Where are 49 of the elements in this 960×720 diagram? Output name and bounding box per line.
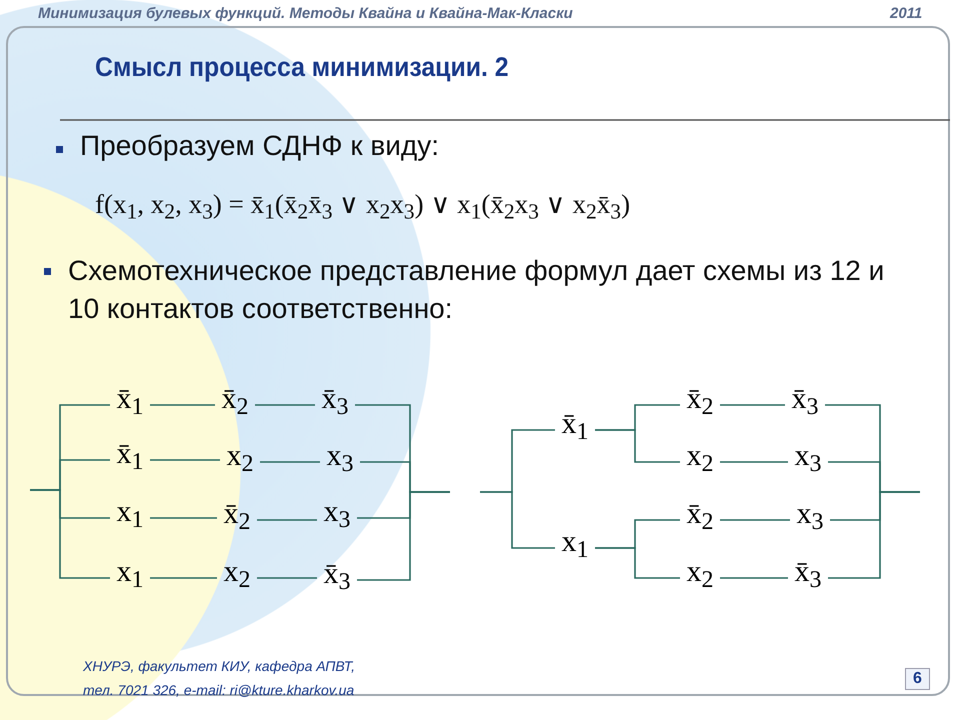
contact-label: x̄$_{2}$ bbox=[682, 496, 718, 536]
contact-label: x̄$_{1}$ bbox=[557, 406, 593, 446]
bullet-text: Преобразуем СДНФ к виду: bbox=[80, 130, 440, 162]
wire bbox=[255, 404, 315, 406]
contact-label: x̄$_{1}$ bbox=[112, 381, 148, 421]
wire bbox=[150, 404, 215, 406]
contact-label: x$_{1}$ bbox=[557, 524, 593, 564]
wire bbox=[30, 489, 110, 579]
wire bbox=[257, 519, 317, 521]
contact-label: x$_{2}$ bbox=[682, 554, 718, 594]
contact-label: x̄$_{2}$ bbox=[219, 496, 255, 536]
wire bbox=[260, 461, 320, 463]
footer-text: тел. 7021 326, e-mail: ri@kture.kharkov.ua bbox=[83, 682, 354, 698]
wire bbox=[150, 517, 217, 519]
contact-label: x̄$_{3}$ bbox=[787, 381, 823, 421]
wire bbox=[257, 577, 317, 579]
wire bbox=[150, 459, 220, 461]
contact-label: x$_{1}$ bbox=[112, 554, 148, 594]
contact-label: x̄$_{2}$ bbox=[217, 381, 253, 421]
formula-text: f(x$_{1}$, x$_{2}$, x$_{3}$) = x̄$_{1}$(x̄$_{2}$x̄$_{3}$ ∨ x$_{2}$x$_{3}$) ∨ x$_{1}$(x̄$_{2}$x$_{3}$ ∨ x$_{2}$x̄$_{3}$) bbox=[95, 188, 630, 220]
contact-label: x̄$_{3}$ bbox=[317, 381, 353, 421]
year-text: 2011 bbox=[890, 5, 922, 22]
wire bbox=[357, 491, 450, 581]
contact-label: x̄$_{1}$ bbox=[112, 436, 148, 476]
header-text: Минимизация булевых функций. Методы Квайна и Квайна-Мак-Класки bbox=[38, 5, 573, 22]
wire bbox=[595, 429, 680, 463]
contact-label: x$_{2}$ bbox=[222, 438, 258, 478]
contact-label: x̄$_{3}$ bbox=[319, 556, 355, 596]
wire bbox=[720, 519, 790, 521]
contact-label: x$_{1}$ bbox=[112, 494, 148, 534]
wire bbox=[595, 547, 680, 579]
wire bbox=[150, 577, 217, 579]
wire bbox=[720, 577, 788, 579]
page-number: 6 bbox=[905, 668, 930, 690]
contact-label: x$_{3}$ bbox=[790, 438, 826, 478]
slide-title: Смысл процесса минимизации. 2 bbox=[95, 52, 509, 83]
footer-text: ХНУРЭ, факультет КИУ, кафедра АПВТ, bbox=[83, 658, 356, 674]
wire bbox=[720, 461, 788, 463]
wire bbox=[828, 491, 920, 579]
wire bbox=[720, 404, 785, 406]
contact-label: x̄$_{3}$ bbox=[790, 554, 826, 594]
contact-label: x$_{3}$ bbox=[319, 494, 355, 534]
contact-label: x$_{2}$ bbox=[682, 438, 718, 478]
wire bbox=[480, 491, 555, 549]
contact-label: x$_{3}$ bbox=[322, 438, 358, 478]
bullet-text: Схемотехническое представление формул дает схемы из 12 и 10 контактов соответственно: bbox=[68, 254, 886, 326]
contact-label: x$_{2}$ bbox=[219, 554, 255, 594]
contact-label: x̄$_{2}$ bbox=[682, 381, 718, 421]
contact-label: x$_{3}$ bbox=[792, 496, 828, 536]
